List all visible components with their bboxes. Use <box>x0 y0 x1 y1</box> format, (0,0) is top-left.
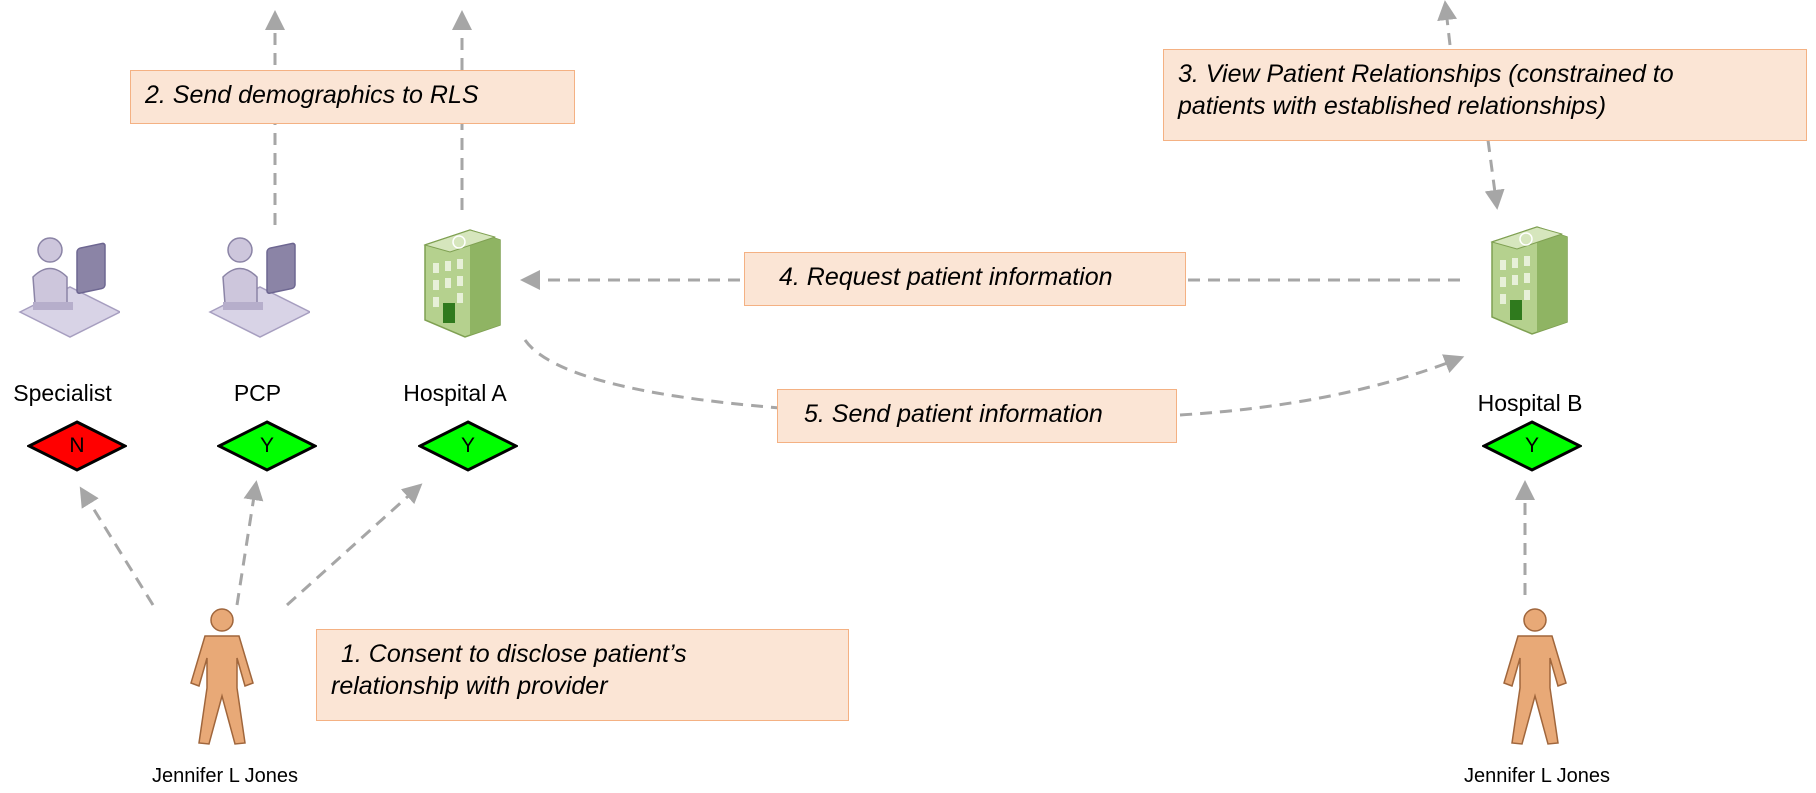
pcp-label: PCP <box>233 380 282 406</box>
hospital-b-icon: + <box>1482 222 1577 337</box>
step-2-box: 2. Send demographics to RLS <box>130 70 575 124</box>
step-1-text: 1. Consent to disclose patient’s relatio… <box>331 640 687 700</box>
patient-person-icon <box>187 608 257 746</box>
arrow-rls-to-hospital-b <box>1484 139 1505 210</box>
step-3-text: 3. View Patient Relationships (constrain… <box>1178 60 1674 120</box>
hospital-cross-icon: + <box>491 227 501 241</box>
hospital-a-consent-flag: Y <box>418 420 518 472</box>
step-5-box: 5. Send patient information <box>777 389 1177 443</box>
step-5-text: 5. Send patient information <box>804 400 1103 428</box>
step-1-box: 1. Consent to disclose patient’s relatio… <box>316 629 849 721</box>
arrow-patient-to-specialist <box>79 486 155 606</box>
specialist-label: Specialist <box>13 380 112 406</box>
hospital-b-label: Hospital B <box>1477 390 1583 416</box>
hospital-b-consent-flag: Y <box>1482 420 1582 472</box>
hospital-a-icon: + <box>415 225 510 340</box>
hospital-cross-icon: + <box>1558 224 1568 238</box>
hospital-a-label: Hospital A <box>403 380 507 406</box>
step-4-box: 4. Request patient information <box>744 252 1186 306</box>
patient-person-icon <box>1500 608 1570 746</box>
pcp-consent-flag: Y <box>217 420 317 472</box>
patient-name-left: Jennifer L Jones <box>151 765 298 787</box>
arrow-patient-to-hospital-a <box>285 483 423 607</box>
hospital-a-consent-value: Y <box>460 434 475 457</box>
step-2-text: 2. Send demographics to RLS <box>145 81 479 109</box>
step-4-text: 4. Request patient information <box>779 263 1113 291</box>
arrow-send-info <box>523 339 1455 417</box>
patient-name-right: Jennifer L Jones <box>1463 765 1610 787</box>
specialist-workstation-icon <box>15 232 122 342</box>
pcp-consent-value: Y <box>259 434 274 457</box>
specialist-consent-value: N <box>69 434 85 457</box>
arrow-patient-to-pcp <box>235 480 264 606</box>
pcp-workstation-icon <box>205 232 312 342</box>
step-3-box: 3. View Patient Relationships (constrain… <box>1163 49 1807 141</box>
arrow-hospital-b-to-rls <box>1437 0 1458 46</box>
hospital-b-consent-value: Y <box>1524 434 1539 457</box>
specialist-consent-flag: N <box>27 420 127 472</box>
